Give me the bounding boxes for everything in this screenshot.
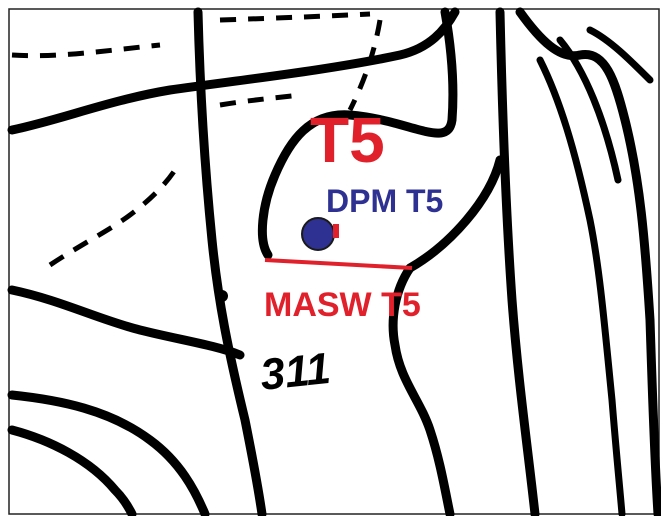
- dpm-label: DPM T5: [326, 183, 443, 219]
- contour-line: [7, 7, 460, 135]
- contour-line: [556, 36, 622, 184]
- site-label: T5: [310, 104, 385, 176]
- contour-line: [388, 263, 455, 516]
- red-point-marker-icon: [333, 224, 339, 238]
- contour-line: [7, 285, 245, 360]
- contour-line: [495, 7, 540, 516]
- masw-survey-line: [264, 258, 413, 270]
- contour-line: [7, 390, 210, 516]
- contour-line: [257, 7, 458, 260]
- contour-line: [193, 7, 267, 516]
- dashed-contour-line: [48, 168, 178, 268]
- contour-line: [405, 155, 505, 273]
- dashed-contour-line: [11, 42, 161, 59]
- contour-line: [7, 425, 137, 516]
- dpm-point-marker-icon: [301, 217, 335, 251]
- dashed-contour-line: [219, 11, 371, 23]
- contour-elevation-label: 311: [258, 344, 333, 400]
- contour-line: [536, 56, 626, 516]
- contour-line: [586, 26, 654, 84]
- dashed-contour-line: [347, 19, 383, 112]
- dashed-contour-line: [219, 92, 301, 108]
- map-frame: [8, 8, 660, 515]
- spot-height-dot-icon: [216, 290, 228, 302]
- masw-label: MASW T5: [264, 286, 421, 324]
